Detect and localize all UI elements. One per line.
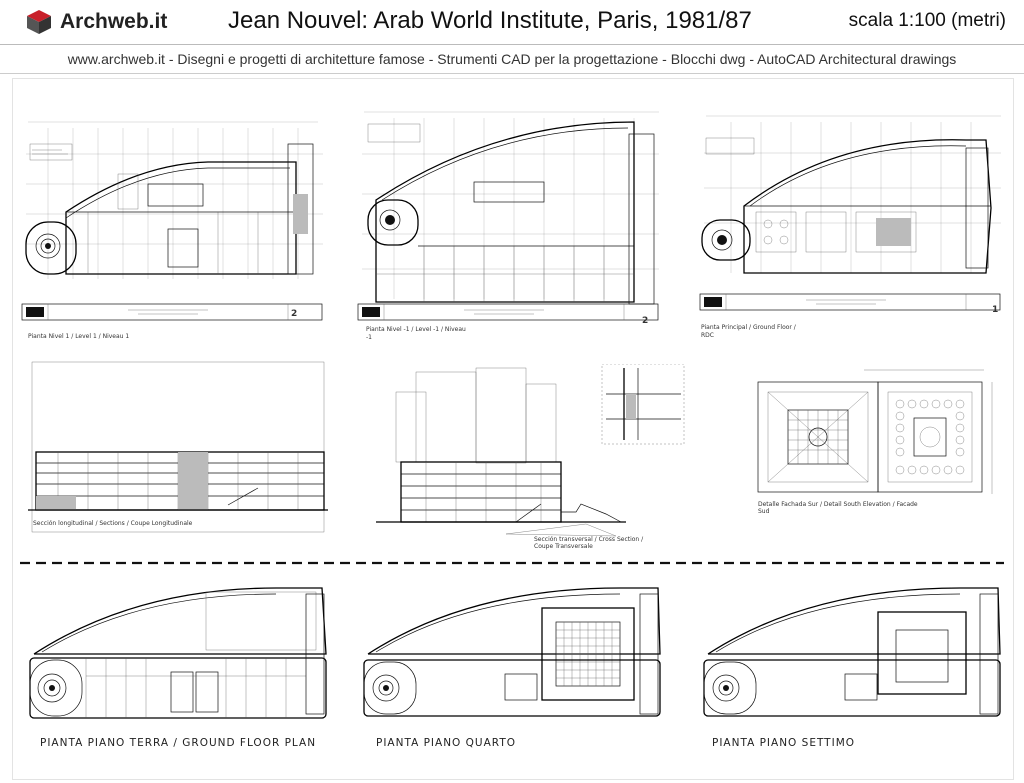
- south-facade-detail: [757, 369, 993, 494]
- section-divider: [20, 561, 1004, 565]
- longitudinal-section: [28, 361, 328, 533]
- seventh-floor-plan: [703, 587, 1001, 717]
- plan-label: PIANTA PIANO SETTIMO: [712, 737, 856, 749]
- section-caption: Sección longitudinal / Sections / Coupe …: [33, 520, 193, 527]
- plan-label: PIANTA PIANO QUARTO: [376, 737, 516, 749]
- sheet-number: 1: [992, 305, 999, 315]
- page-title: Jean Nouvel: Arab World Institute, Paris…: [228, 7, 752, 34]
- facade-caption: Detalle Fachada Sur / Detail South Eleva…: [758, 501, 918, 508]
- facade-caption-line2: Sud: [758, 508, 770, 515]
- plan-caption: Pianta Nivel 1 / Level 1 / Niveau 1: [28, 333, 130, 340]
- sheet-number: 2: [291, 309, 298, 319]
- fourth-floor-plan: [363, 587, 661, 717]
- drawing-frame: [12, 78, 1014, 780]
- plan-caption-line2: RDC: [701, 332, 714, 339]
- brand-name[interactable]: Archweb.it: [60, 10, 168, 33]
- plan-label: PIANTA PIANO TERRA / GROUND FLOOR PLAN: [40, 737, 317, 749]
- scale-label: scala 1:100 (metri): [848, 10, 1006, 31]
- plan-level-1: [21, 121, 323, 321]
- cross-section: [376, 364, 685, 537]
- site-tagline: www.archweb.it - Disegni e progetti di a…: [0, 45, 1024, 74]
- ground-floor-plan: [29, 587, 327, 719]
- plan-caption: Pianta Nivel -1 / Level -1 / Niveau: [366, 326, 466, 333]
- header: Archweb.it Jean Nouvel: Arab World Insti…: [0, 0, 1024, 45]
- plan-ground-floor: [699, 115, 1001, 311]
- plan-caption: Pianta Principal / Ground Floor /: [701, 324, 796, 331]
- section-caption: Sección transversal / Cross Section /: [534, 536, 644, 543]
- plan-level-minus-1: [357, 111, 659, 321]
- sheet-number: 2: [642, 316, 649, 326]
- section-caption-line2: Coupe Transversale: [534, 543, 593, 550]
- plan-caption-line2: -1: [366, 334, 372, 341]
- cube-logo-icon[interactable]: [26, 9, 52, 35]
